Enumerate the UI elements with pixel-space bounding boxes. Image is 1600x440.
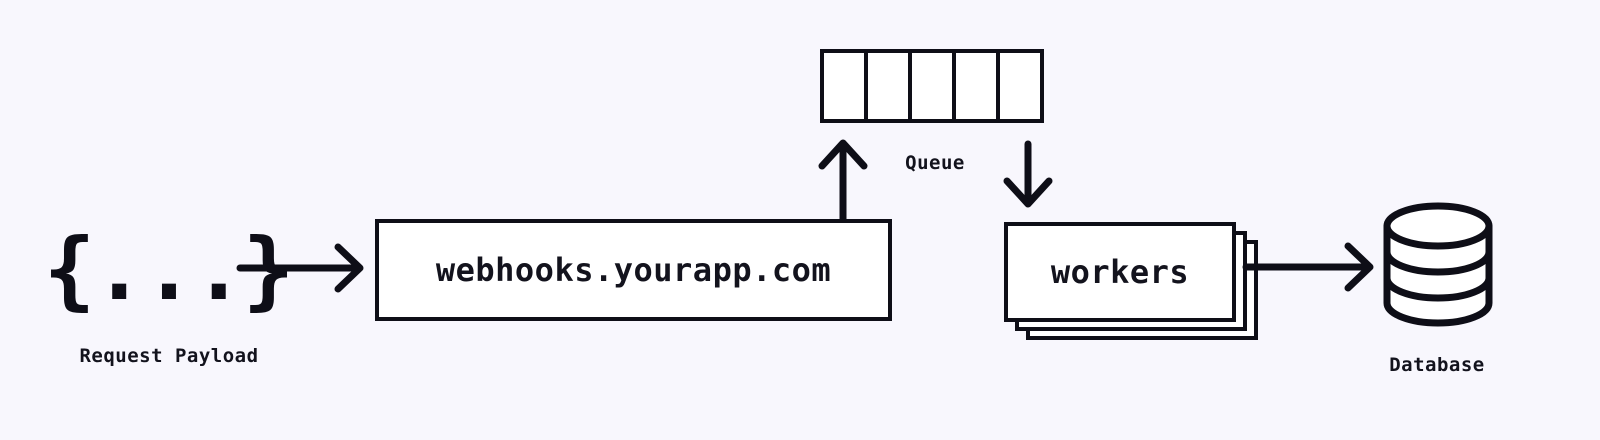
arrow-endpoint-to-queue [818, 139, 868, 223]
database-icon [1383, 202, 1493, 327]
database-label: Database [1389, 354, 1485, 376]
queue-cell [956, 53, 1000, 119]
workers-label: workers [1050, 253, 1190, 291]
request-payload-icon: {...} [43, 220, 295, 320]
queue-label: Queue [905, 152, 965, 174]
webhooks-endpoint-label: webhooks.yourapp.com [435, 251, 832, 289]
queue-box[interactable] [820, 49, 1044, 123]
queue-cell [824, 53, 868, 119]
queue-cell [868, 53, 912, 119]
webhooks-endpoint-box[interactable]: webhooks.yourapp.com [375, 219, 892, 321]
request-payload-label: Request Payload [79, 345, 259, 367]
queue-cell [1000, 53, 1040, 119]
arrow-workers-to-database [1242, 242, 1374, 292]
workers-stack[interactable]: workers [1004, 222, 1258, 340]
workers-stack-layer-front: workers [1004, 222, 1236, 322]
arrow-queue-to-workers [1003, 140, 1053, 208]
queue-cell [912, 53, 956, 119]
